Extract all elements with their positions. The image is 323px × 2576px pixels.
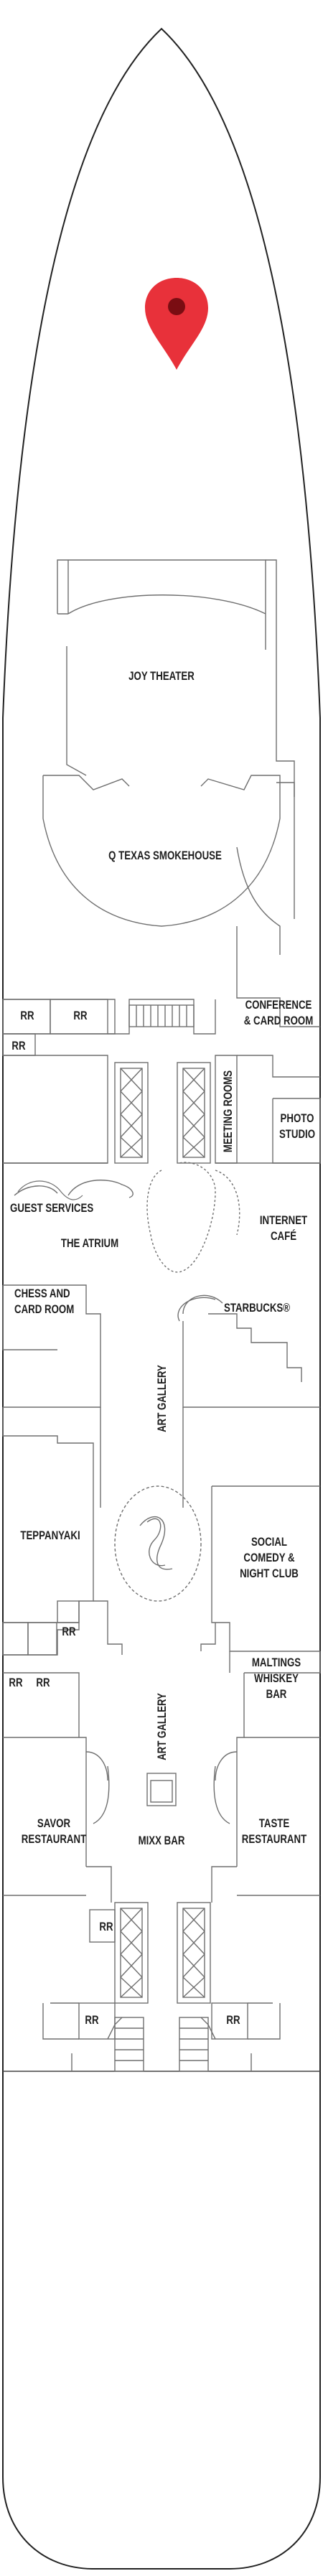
label-taste-line2[interactable]: RESTAURANT	[241, 1832, 307, 1846]
smokehouse-outline	[42, 775, 281, 927]
stairs-upper	[128, 1004, 195, 1027]
label-maltings-line1[interactable]: MALTINGS	[251, 1656, 301, 1669]
label-savor-line2[interactable]: RESTAURANT	[21, 1832, 87, 1846]
label-meeting-rooms[interactable]: MEETING ROOMS	[221, 1070, 235, 1153]
atrium-dotted-outline	[146, 1162, 216, 1273]
label-art-gallery-lower[interactable]: ART GALLERY	[155, 1693, 169, 1760]
joy-theater-outline	[57, 559, 266, 650]
label-maltings-line2[interactable]: WHISKEY	[254, 1671, 299, 1685]
label-rr-2: RR	[73, 1009, 88, 1022]
label-maltings-line3[interactable]: BAR	[266, 1687, 287, 1701]
label-teppanyaki[interactable]: TEPPANYAKI	[20, 1529, 80, 1542]
label-rr-5: RR	[9, 1676, 23, 1689]
label-guest-services[interactable]: GUEST SERVICES	[10, 1201, 94, 1215]
label-joy-theater[interactable]: JOY THEATER	[128, 669, 195, 683]
map-pin-dot	[168, 298, 185, 315]
label-rr-9: RR	[226, 2013, 240, 2027]
elevator-bank-upper	[120, 1068, 205, 1158]
label-rr-8: RR	[85, 2013, 99, 2027]
ship-hull	[2, 27, 321, 2570]
map-pin-icon[interactable]	[142, 276, 211, 371]
label-photo-line1[interactable]: PHOTO	[280, 1111, 314, 1125]
label-mixx-bar[interactable]: MIXX BAR	[138, 1834, 185, 1847]
label-rr-6: RR	[36, 1676, 50, 1689]
label-art-gallery-upper[interactable]: ART GALLERY	[155, 1365, 169, 1432]
label-social-line1[interactable]: SOCIAL	[251, 1535, 288, 1549]
label-social-line2[interactable]: COMEDY &	[243, 1551, 295, 1564]
label-rr-7: RR	[99, 1920, 113, 1933]
stairs-lower	[107, 2017, 216, 2072]
label-rr-4: RR	[62, 1625, 76, 1638]
label-conference-line1[interactable]: CONFERENCE	[245, 998, 312, 1012]
label-the-atrium[interactable]: THE ATRIUM	[60, 1236, 119, 1250]
label-rr-3: RR	[11, 1039, 26, 1053]
spiral-staircase	[114, 1485, 202, 1602]
label-starbucks[interactable]: STARBUCKS®	[223, 1301, 291, 1315]
label-chess-line1[interactable]: CHESS AND	[14, 1287, 70, 1300]
label-rr-1: RR	[20, 1009, 34, 1022]
label-taste-line1[interactable]: TASTE	[258, 1816, 290, 1830]
label-photo-line2[interactable]: STUDIO	[278, 1127, 316, 1141]
label-conference-line2[interactable]: & CARD ROOM	[243, 1014, 314, 1027]
label-q-texas-smokehouse[interactable]: Q TEXAS SMOKEHOUSE	[108, 849, 222, 862]
label-savor-line1[interactable]: SAVOR	[37, 1816, 71, 1830]
label-social-line3[interactable]: NIGHT CLUB	[240, 1567, 299, 1580]
label-internet-line2[interactable]: CAFÉ	[270, 1229, 297, 1243]
map-pin-body	[145, 278, 208, 370]
label-chess-line2[interactable]: CARD ROOM	[14, 1302, 75, 1316]
elevator-bank-lower	[120, 1908, 205, 1998]
label-internet-line1[interactable]: INTERNET	[259, 1213, 308, 1227]
